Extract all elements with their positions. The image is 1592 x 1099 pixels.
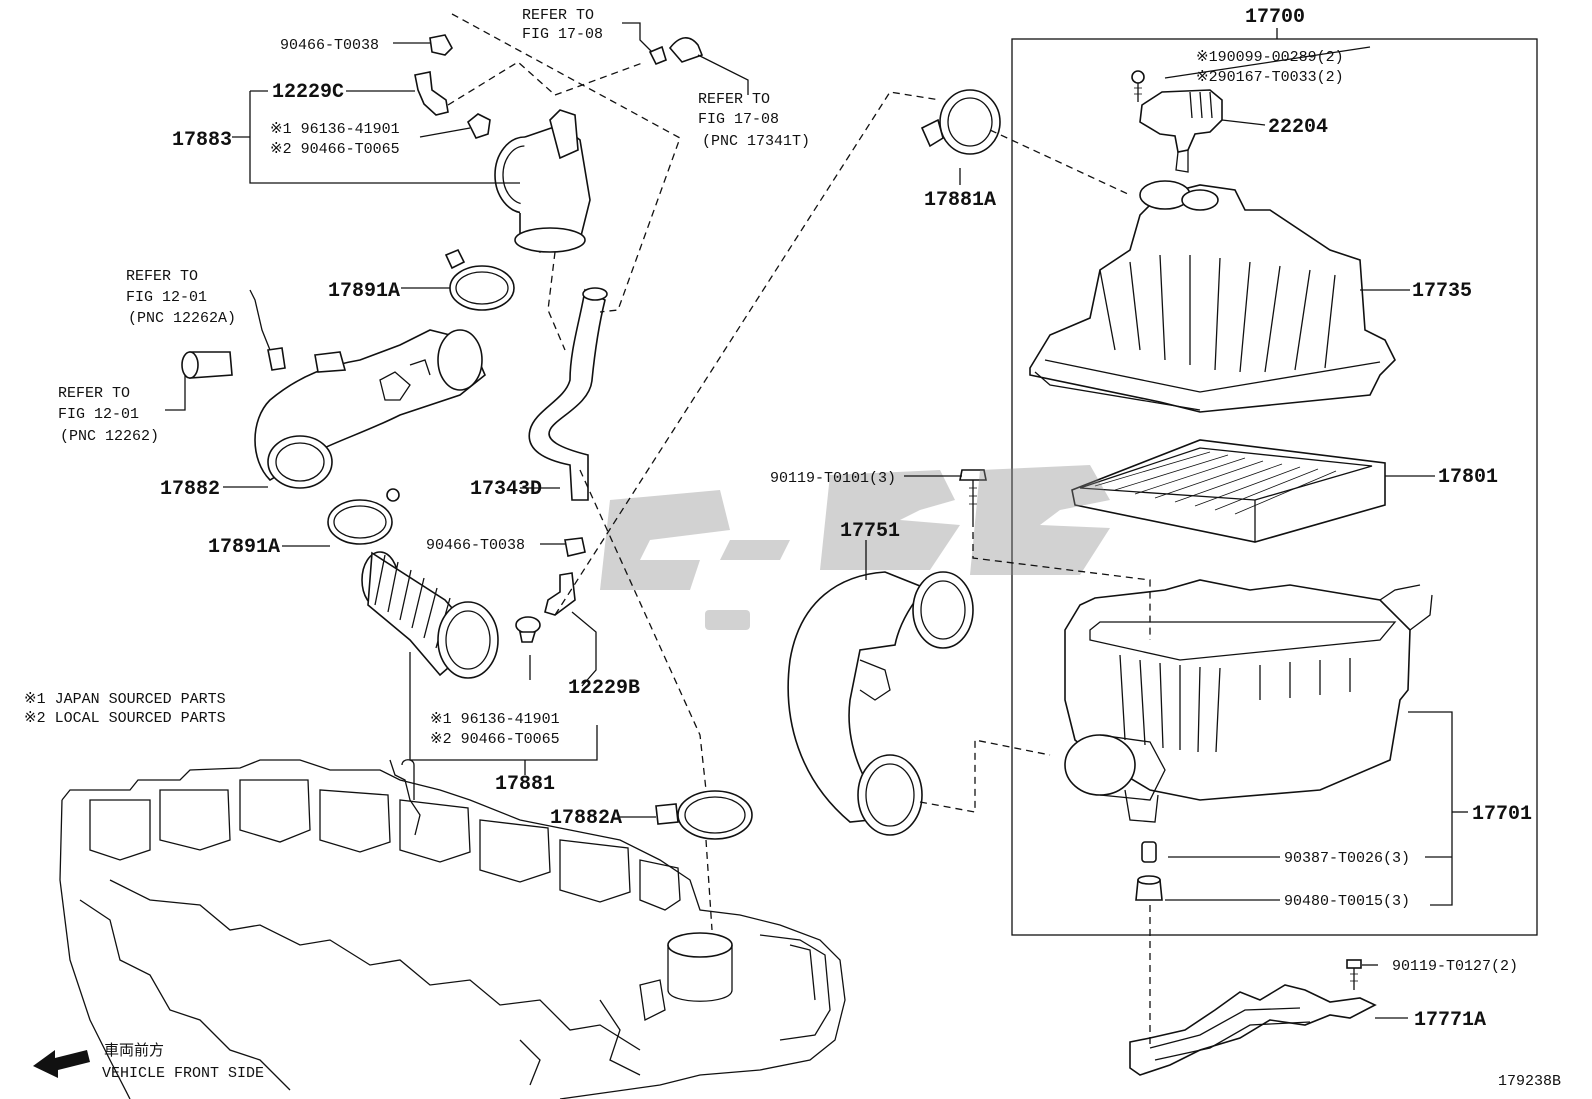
figure-code: 179238B <box>1498 1073 1561 1090</box>
label-90480-T0015[interactable]: 90480-T0015(3) <box>1284 893 1410 910</box>
label-17771A[interactable]: 17771A <box>1414 1009 1486 1032</box>
refer-17-08-b-line2[interactable]: FIG 17-08 <box>698 111 779 128</box>
vehicle-front-side: VEHICLE FRONT SIDE <box>102 1065 264 1082</box>
label-190099-00289[interactable]: ※190099-00289(2) <box>1196 49 1344 66</box>
label-17801[interactable]: 17801 <box>1438 466 1498 489</box>
label-90466-T0065-b[interactable]: ※2 90466-T0065 <box>430 731 560 748</box>
part-17882A-clamp[interactable] <box>655 790 753 840</box>
refer-17-08-a-line1[interactable]: REFER TO <box>522 7 594 24</box>
part-17881A-hose-clamp[interactable] <box>920 89 1001 155</box>
label-17882A[interactable]: 17882A <box>550 807 622 830</box>
label-17343D[interactable]: 17343D <box>470 478 542 501</box>
part-17771A-bracket[interactable] <box>1129 984 1377 1076</box>
vehicle-front-arrow-icon <box>33 1050 90 1078</box>
label-90119-T0101[interactable]: 90119-T0101(3) <box>770 470 896 487</box>
refer-12-01-b-pnc[interactable]: (PNC 12262) <box>60 428 159 445</box>
label-17881[interactable]: 17881 <box>495 773 555 796</box>
part-12229B-nipple[interactable] <box>544 572 576 616</box>
part-17801-air-filter-element[interactable] <box>1071 439 1386 543</box>
vehicle-front-jp: 車両前方 <box>104 1041 164 1059</box>
note-japan-sourced: ※1 JAPAN SOURCED PARTS <box>24 691 226 708</box>
label-90466-T0065-a[interactable]: ※2 90466-T0065 <box>270 141 400 158</box>
bolt-90119-T0127[interactable] <box>1346 959 1362 990</box>
part-17701-air-cleaner-case[interactable] <box>1064 579 1433 823</box>
clip-96136-41901-top[interactable] <box>466 113 491 139</box>
label-90466-T0038-lower[interactable]: 90466-T0038 <box>426 537 525 554</box>
refer-clip-12262A[interactable] <box>267 347 286 371</box>
refer-pipe-12262[interactable] <box>181 351 233 379</box>
label-22204[interactable]: 22204 <box>1268 116 1328 139</box>
label-17881A[interactable]: 17881A <box>924 189 996 212</box>
part-17891A-clamp-upper[interactable] <box>444 248 515 311</box>
label-17700[interactable]: 17700 <box>1245 6 1305 29</box>
label-90387-T0026[interactable]: 90387-T0026(3) <box>1284 850 1410 867</box>
refer-17-08-b-line1[interactable]: REFER TO <box>698 91 770 108</box>
part-17343D-vent-hose[interactable] <box>528 287 608 501</box>
clip-refer-17-08[interactable] <box>648 37 704 66</box>
clip-90466-T0038-lower[interactable] <box>564 537 586 557</box>
part-90480-T0015-cushion[interactable] <box>1135 875 1163 901</box>
part-90387-T0026-grommet[interactable] <box>1141 841 1157 863</box>
bolt-90119-T0101[interactable] <box>959 469 987 520</box>
label-17701[interactable]: 17701 <box>1472 803 1532 826</box>
label-17735[interactable]: 17735 <box>1412 280 1472 303</box>
label-290167-T0033[interactable]: ※290167-T0033(2) <box>1196 69 1344 86</box>
label-90119-T0127[interactable]: 90119-T0127(2) <box>1392 958 1518 975</box>
refer-12-01-b-line1[interactable]: REFER TO <box>58 385 130 402</box>
part-22204-mass-air-flow-sensor[interactable] <box>1139 89 1223 173</box>
leader-lines <box>165 13 1468 1048</box>
refer-12-01-b-line2[interactable]: FIG 12-01 <box>58 406 139 423</box>
part-17881-bellows-hose[interactable] <box>361 551 499 679</box>
label-17751[interactable]: 17751 <box>840 520 900 543</box>
label-17891A-top[interactable]: 17891A <box>328 280 400 303</box>
clip-90466-T0038-top[interactable] <box>429 34 453 56</box>
label-90466-T0038-top[interactable]: 90466-T0038 <box>280 37 379 54</box>
clip-96136-41901-lower[interactable] <box>515 616 541 643</box>
part-12229C-nipple[interactable] <box>414 71 449 116</box>
refer-12-01-a-pnc[interactable]: (PNC 12262A) <box>128 310 236 327</box>
label-12229C[interactable]: 12229C <box>272 81 344 104</box>
engine-head-illustration <box>59 759 846 1099</box>
label-17891A-bottom[interactable]: 17891A <box>208 536 280 559</box>
part-17751-air-cleaner-hose[interactable] <box>787 571 974 836</box>
label-12229B[interactable]: 12229B <box>568 677 640 700</box>
part-17891A-clamp-lower[interactable] <box>327 488 400 545</box>
label-96136-41901-b[interactable]: ※1 96136-41901 <box>430 711 560 728</box>
refer-17-08-b-pnc[interactable]: (PNC 17341T) <box>702 133 810 150</box>
label-96136-41901-a[interactable]: ※1 96136-41901 <box>270 121 400 138</box>
part-17883-intake-air-connector[interactable] <box>494 109 591 253</box>
label-17882[interactable]: 17882 <box>160 478 220 501</box>
label-17883[interactable]: 17883 <box>172 129 232 152</box>
refer-12-01-a-line2[interactable]: FIG 12-01 <box>126 289 207 306</box>
refer-12-01-a-line1[interactable]: REFER TO <box>126 268 198 285</box>
screw-190099-00289[interactable] <box>1131 70 1145 102</box>
watermark-logo <box>600 465 1110 630</box>
refer-17-08-a-line2[interactable]: FIG 17-08 <box>522 26 603 43</box>
assembly-box-17700 <box>1011 38 1538 936</box>
labels: 17700 ※190099-00289(2) ※290167-T0033(2) … <box>24 6 1561 1090</box>
note-local-sourced: ※2 LOCAL SOURCED PARTS <box>24 710 226 727</box>
part-17735-air-cleaner-cap[interactable] <box>1029 180 1396 413</box>
part-17882-intake-hose[interactable] <box>254 329 486 489</box>
